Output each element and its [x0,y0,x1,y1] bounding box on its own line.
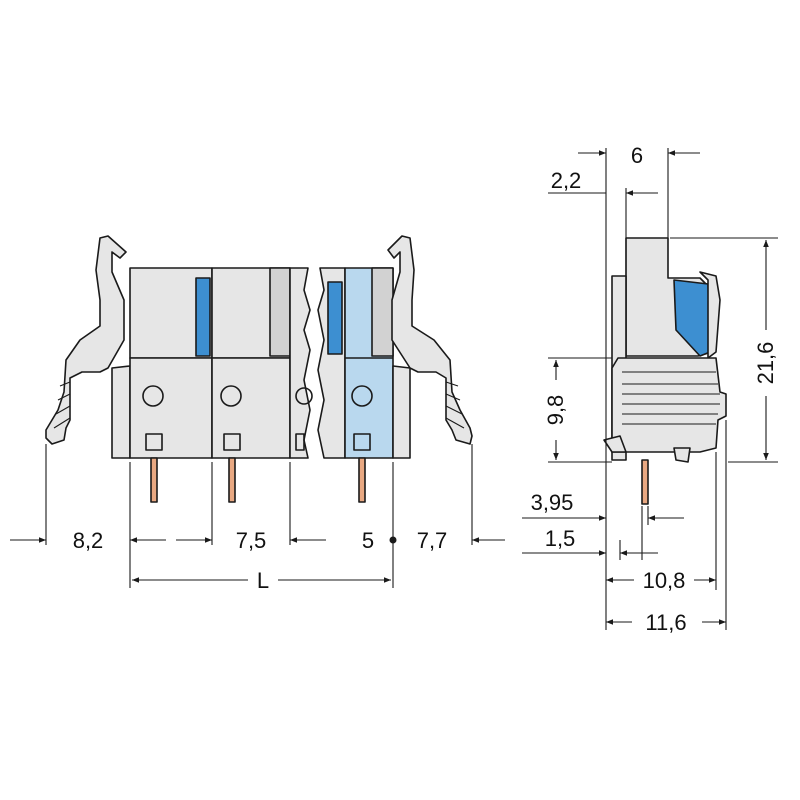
housing-module-2 [211,267,291,459]
side-dimension-depth [606,577,726,625]
side-pin [641,459,649,505]
dim-body-height: 9,8 [543,395,568,426]
front-view: 8,2 7,5 5 7,7 L [10,235,505,593]
side-extension-lines [548,148,778,630]
front-pins [150,457,366,503]
dim-total-depth: 11,6 [645,610,686,635]
front-extension-lines [45,444,473,588]
side-dimension-top [548,150,700,196]
dim-total-height: 21,6 [753,342,778,385]
side-dimension-pin [522,515,684,556]
side-housing [603,237,727,463]
housing-module-5-highlight [344,267,394,459]
dim-pin-offset: 3,95 [531,490,574,515]
side-view: 6 2,2 21,6 9,8 3,95 1,5 10,8 [522,143,778,635]
right-locking-clip [387,235,473,459]
dimension-dot [389,536,397,544]
dim-length: L [257,568,269,593]
housing-module-3-cut [289,267,313,459]
dim-left-clip: 8,2 [73,528,104,553]
dim-pin-inset: 1,5 [545,526,576,551]
dim-pitch: 7,5 [236,528,267,553]
housing-module-4-cut [317,267,346,459]
dim-pitch-end: 5 [362,528,374,553]
dim-right-clip: 7,7 [417,528,448,553]
dim-depth: 10,8 [643,568,686,593]
dim-top-offset: 2,2 [551,168,582,193]
front-dimension-row [10,536,505,544]
left-locking-clip [45,235,131,459]
dim-top-width: 6 [631,143,643,168]
housing-module-1 [129,267,213,459]
